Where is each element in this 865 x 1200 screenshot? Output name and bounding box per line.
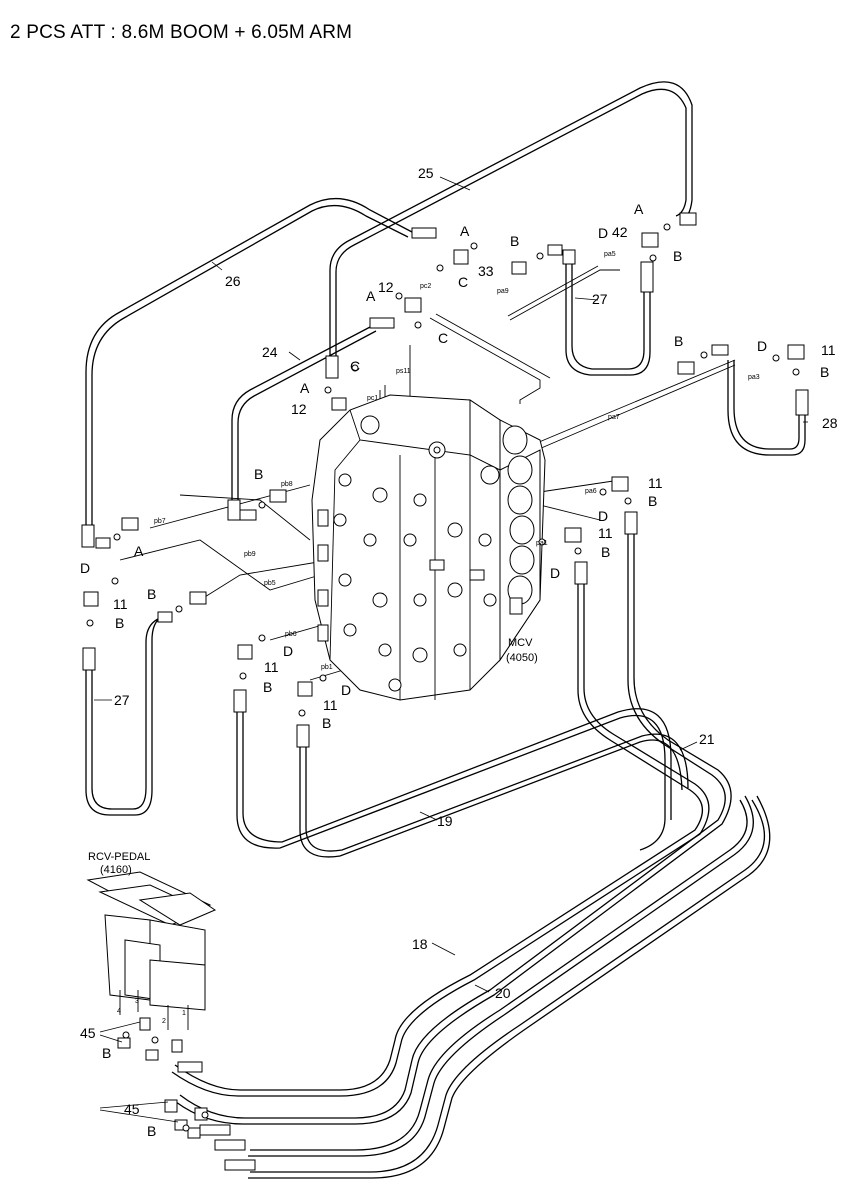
- callout-d: D: [598, 225, 608, 241]
- callout-24: 24: [262, 344, 278, 360]
- callout-33: 33: [478, 263, 494, 279]
- callout-d: D: [550, 565, 560, 581]
- callout-11-pb1: 11: [323, 697, 338, 713]
- rcv-port-4: 4: [117, 1008, 121, 1015]
- fittings: [81, 212, 805, 1132]
- rcv-port-3: 3: [135, 998, 139, 1005]
- callout-b: B: [322, 715, 331, 731]
- callout-a: A: [634, 201, 644, 217]
- port-pb8: pb8: [281, 481, 293, 488]
- hose-24: [231, 325, 377, 505]
- callout-11-left: 11: [113, 596, 128, 612]
- port-pb9: pb9: [244, 551, 256, 558]
- callout-b: B: [147, 586, 156, 602]
- callout-c: C: [458, 274, 468, 290]
- hose-28: [727, 360, 809, 456]
- callout-42: 42: [612, 224, 628, 240]
- port-pc1: pc1: [367, 395, 378, 402]
- mcv-code: (4050): [506, 652, 538, 664]
- callout-b: B: [115, 615, 124, 631]
- callout-27-lower: 27: [114, 692, 130, 708]
- rcv-label: RCV-PEDAL: [88, 851, 150, 863]
- callout-d: D: [341, 682, 351, 698]
- callout-21: 21: [699, 731, 715, 747]
- port-pb7: pb7: [154, 518, 166, 525]
- port-pa6: pa6: [585, 488, 597, 495]
- callout-a: A: [460, 223, 470, 239]
- rcv-fittings: [117, 1017, 256, 1171]
- callout-11-pa6: 11: [648, 475, 663, 491]
- callout-d: D: [283, 643, 293, 659]
- hose-21-18-20: [171, 511, 771, 1179]
- mcv-label: MCV: [508, 637, 533, 649]
- leader-lines: [94, 176, 808, 1123]
- callout-45-lower: 45: [124, 1101, 140, 1117]
- callout-25: 25: [418, 165, 434, 181]
- port-pa9: pa9: [497, 288, 509, 295]
- port-pc2: pc2: [420, 283, 431, 290]
- callout-a: A: [366, 288, 376, 304]
- callout-b: B: [648, 493, 657, 509]
- callout-11-right: 11: [821, 342, 836, 358]
- callout-c: C: [350, 358, 360, 374]
- hose-27-upper: [562, 249, 654, 376]
- callout-12-top: 12: [378, 279, 394, 295]
- mcv-block: [311, 394, 546, 701]
- port-pa7: pa7: [608, 414, 620, 421]
- callout-11-pa1: 11: [598, 525, 613, 541]
- callout-b: B: [102, 1045, 111, 1061]
- callout-27-upper: 27: [592, 291, 608, 307]
- rcv-pedal: 4 3 2 1: [86, 871, 217, 1030]
- callout-b: B: [263, 679, 272, 695]
- callout-20: 20: [495, 985, 511, 1001]
- callout-19: 19: [437, 813, 453, 829]
- callout-26: 26: [225, 273, 241, 289]
- callout-c: C: [438, 330, 448, 346]
- rcv-port-2: 2: [162, 1018, 166, 1025]
- callout-b: B: [601, 544, 610, 560]
- port-pb6: pb6: [285, 631, 297, 638]
- port-pa5: pa5: [604, 251, 616, 258]
- callout-a: A: [300, 380, 310, 396]
- callout-b: B: [510, 233, 519, 249]
- callout-d: D: [80, 560, 90, 576]
- hose-26: [85, 197, 413, 528]
- callout-b: B: [820, 364, 829, 380]
- callout-b: B: [674, 333, 683, 349]
- callout-11-pb6: 11: [264, 659, 279, 675]
- diagram-title: 2 PCS ATT : 8.6M BOOM + 6.05M ARM: [10, 22, 353, 43]
- port-pb1: pb1: [321, 664, 333, 671]
- port-pa3: pa3: [748, 374, 760, 381]
- callout-b: B: [254, 466, 263, 482]
- callout-12-left: 12: [291, 401, 307, 417]
- callout-18: 18: [412, 936, 428, 952]
- callout-45-upper: 45: [80, 1025, 96, 1041]
- callout-a: A: [134, 543, 144, 559]
- rcv-port-1: 1: [182, 1010, 186, 1017]
- callout-b: B: [673, 248, 682, 264]
- hose-27-lower: [82, 614, 166, 816]
- port-pa1: pa1: [536, 540, 548, 547]
- rcv-code: (4160): [100, 864, 132, 876]
- port-ps11: ps11: [396, 368, 411, 375]
- callout-28: 28: [822, 415, 838, 431]
- callout-d: D: [757, 338, 767, 354]
- callout-d: D: [598, 508, 608, 524]
- port-pb5: pb5: [264, 580, 276, 587]
- callout-b: B: [147, 1123, 156, 1139]
